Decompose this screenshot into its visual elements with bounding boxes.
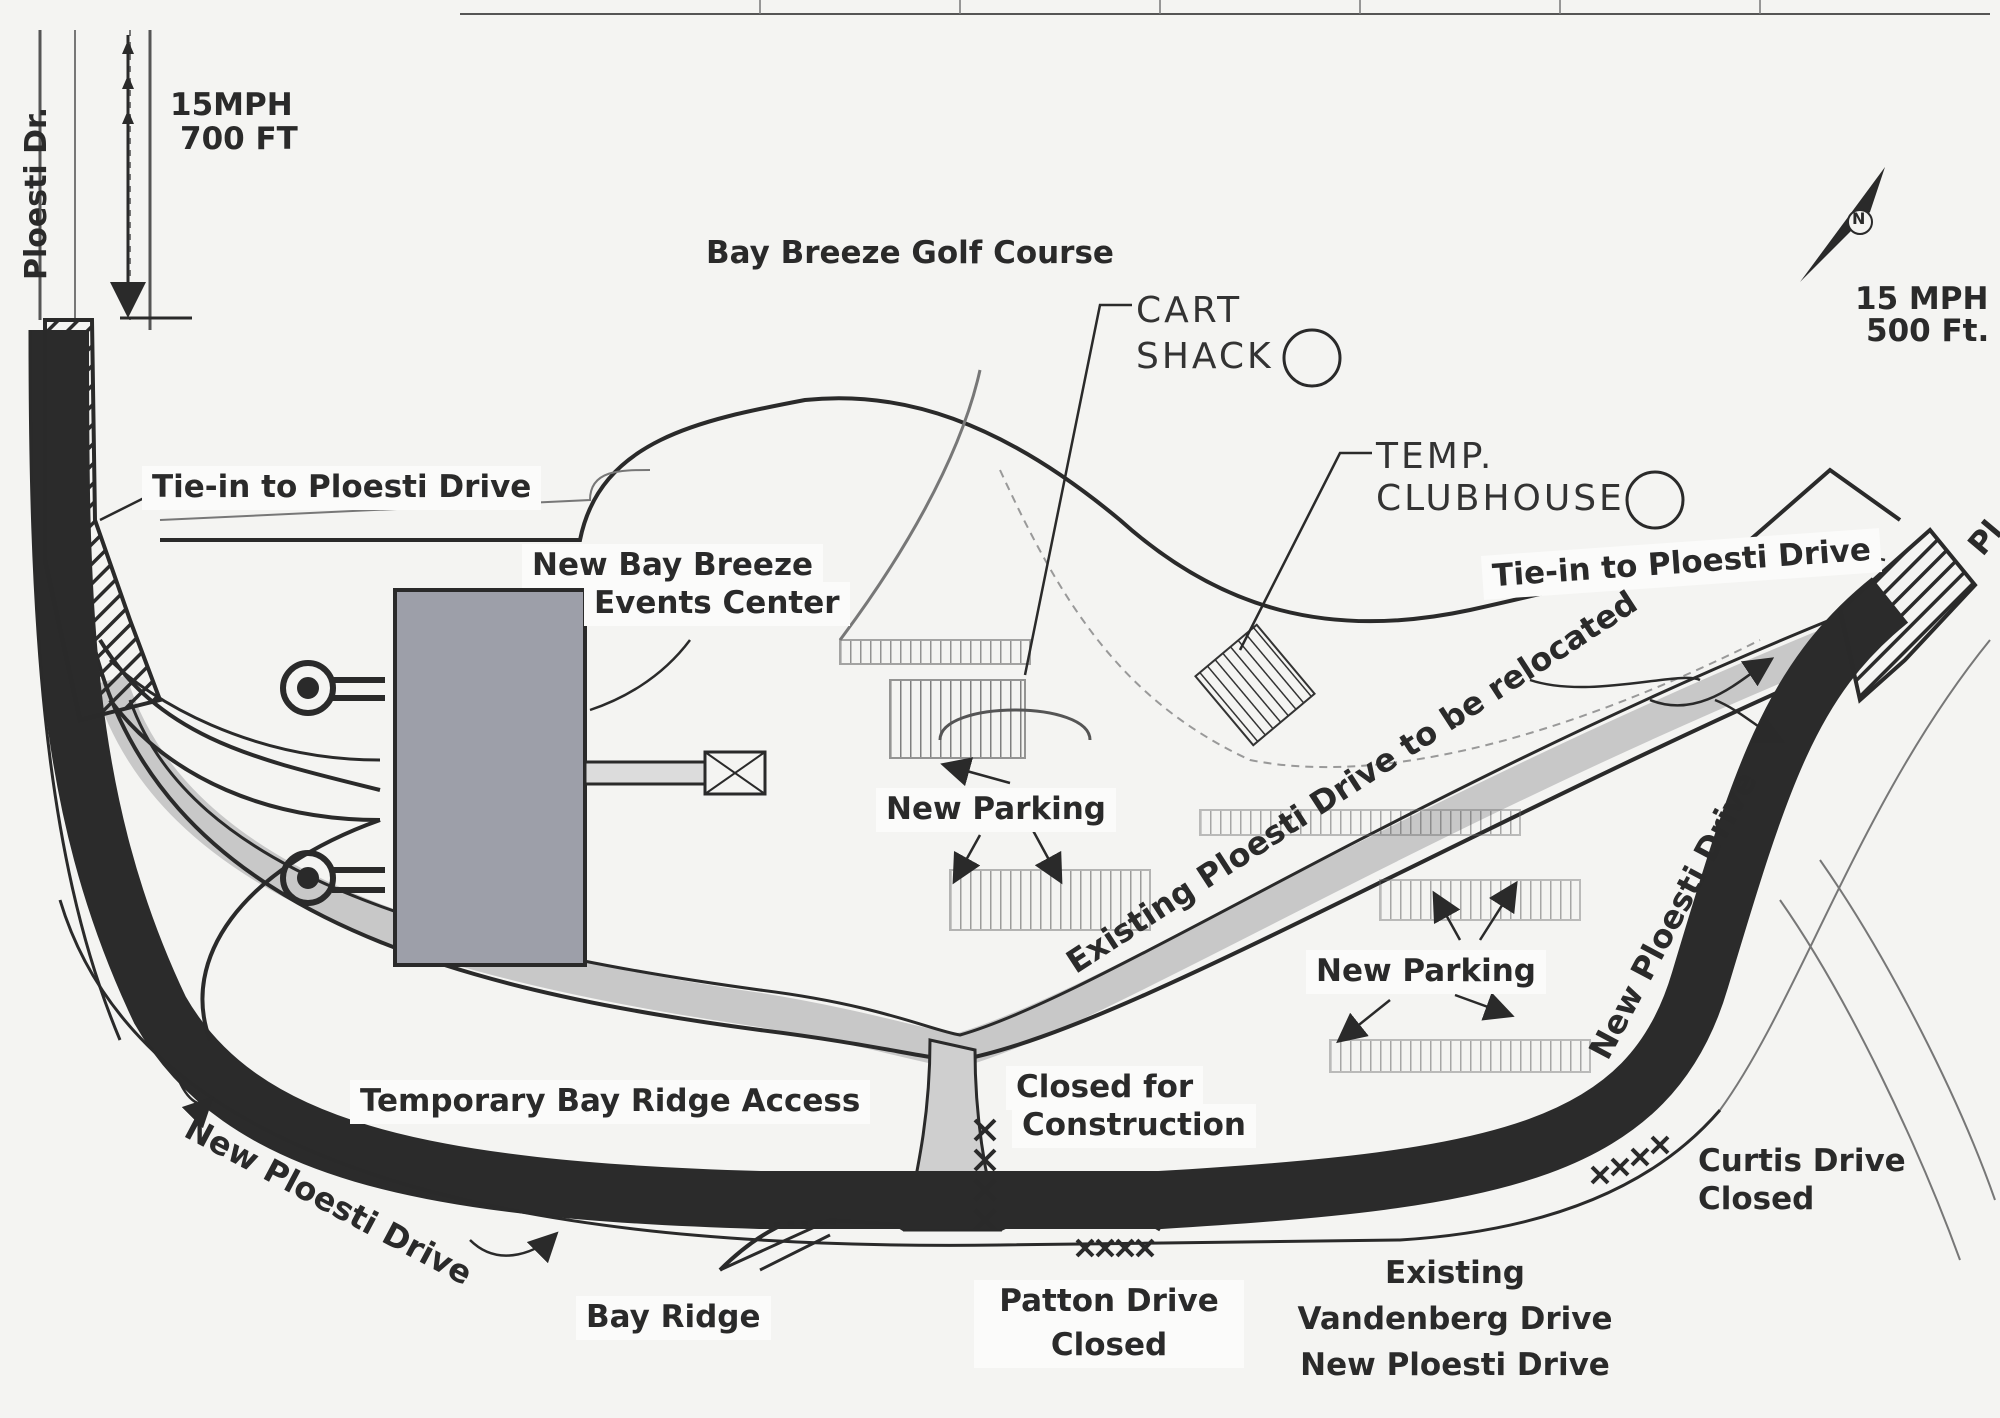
parking-lot-center — [949, 809, 1521, 931]
cart-shack-marker — [1282, 328, 1342, 388]
speed-limit-right-1: 15 MPH — [1855, 281, 1989, 317]
vandenberg-drive-label: Vandenberg Drive — [1297, 1301, 1613, 1337]
speed-limit-left-1: 15MPH — [170, 87, 293, 123]
ploesti-dr-label: Ploesti Dr. — [19, 107, 54, 280]
existing-ploesti-drive — [93, 624, 1847, 1068]
tie-in-hatch-right — [1837, 527, 1978, 704]
new-ploesti-drive-road — [31, 329, 1909, 1229]
tie-in-hatch-left — [43, 318, 163, 723]
closed-for-construction-label-1: Closed for — [1006, 1066, 1204, 1110]
cart-shack-label-1: CART — [1136, 290, 1243, 331]
events-center-label-2: Events Center — [584, 582, 850, 626]
north-arrow-label: N — [1852, 209, 1866, 228]
curtis-drive-label-1: Curtis Drive — [1698, 1143, 1906, 1179]
parking-lot-north — [839, 639, 1092, 759]
new-parking-label-south: New Parking — [1306, 950, 1546, 994]
events-center-label-1: New Bay Breeze — [522, 544, 824, 588]
temp-clubhouse-label-1: TEMP. — [1376, 436, 1495, 477]
ploesti-dr-north-road — [38, 30, 192, 330]
cart-shack-label-2: SHACK — [1136, 336, 1274, 377]
patton-drive-label-1: Patton Drive — [974, 1280, 1244, 1324]
temp-clubhouse-marker — [1625, 470, 1685, 530]
closure-x-marks — [973, 1118, 1670, 1258]
cul-de-sac-upper — [280, 660, 385, 716]
bay-ridge-road — [719, 1218, 901, 1272]
north-arrow-icon — [1800, 167, 1885, 282]
existing-label: Existing — [1385, 1255, 1525, 1291]
new-ploesti-drive-bottom-label: New Ploesti Drive — [1300, 1347, 1610, 1383]
bay-ridge-label: Bay Ridge — [576, 1296, 771, 1340]
temp-clubhouse-label-2: CLUBHOUSE — [1376, 478, 1625, 519]
patton-drive-label-2: Closed — [974, 1324, 1244, 1368]
temporary-bay-ridge-access-label: Temporary Bay Ridge Access — [350, 1080, 871, 1124]
speed-limit-left-2: 700 FT — [180, 121, 298, 157]
closed-for-construction-label-2: Construction — [1012, 1104, 1256, 1148]
golf-course-label: Bay Breeze Golf Course — [706, 235, 1114, 271]
parking-lot-east — [1329, 879, 1591, 1073]
events-center-building — [393, 588, 587, 967]
tie-in-left-label: Tie-in to Ploesti Drive — [142, 466, 542, 510]
speed-limit-right-2: 500 Ft. — [1866, 313, 1990, 349]
cul-de-sac-lower — [280, 850, 385, 906]
curtis-drive-label-2: Closed — [1698, 1181, 1815, 1217]
new-parking-label-north: New Parking — [876, 788, 1116, 832]
temp-clubhouse-stripes — [1194, 623, 1316, 747]
